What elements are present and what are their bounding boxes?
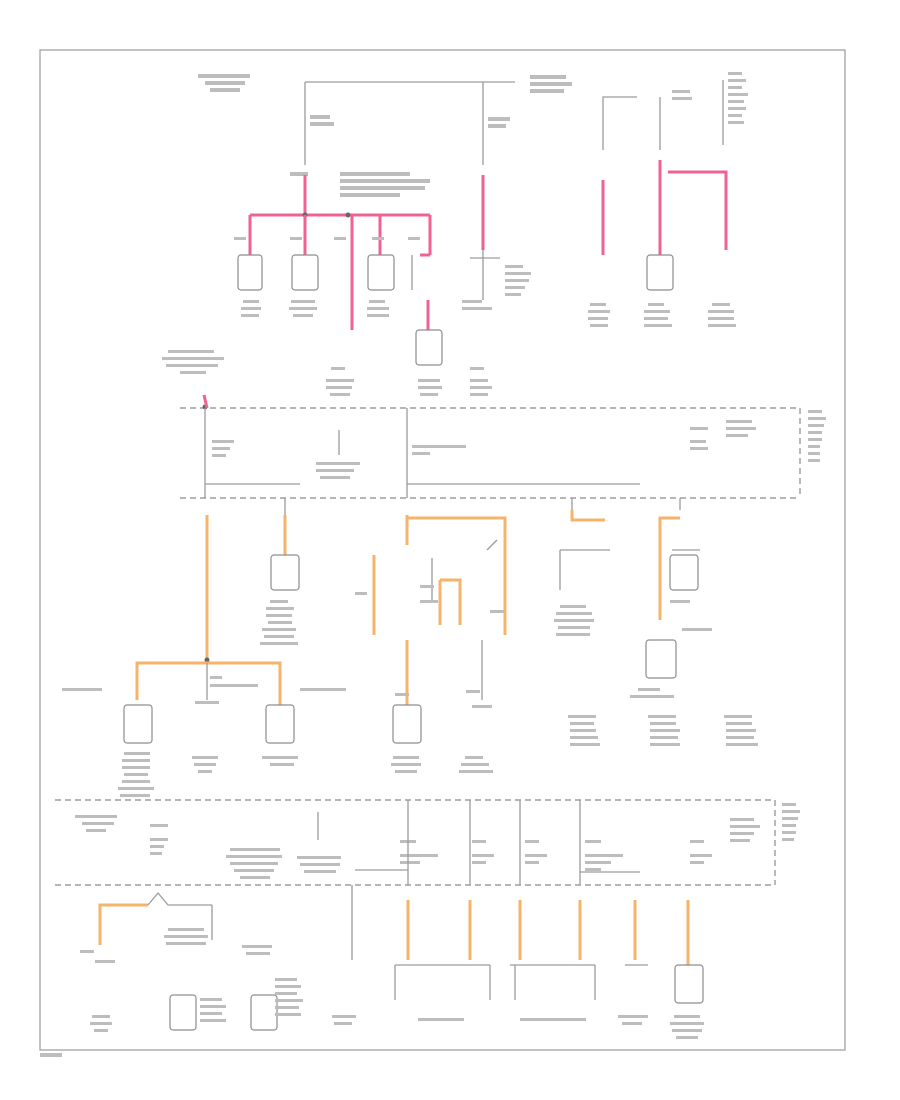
- splice-node: [204, 657, 210, 663]
- fuse-symbol: [310, 115, 334, 126]
- bus3-labels: [75, 803, 800, 879]
- component-block: [169, 994, 197, 1031]
- orange-wire: [135, 661, 282, 705]
- component-block: [415, 329, 443, 366]
- right-switch-labels: [554, 605, 594, 636]
- orange-wire: [405, 515, 507, 635]
- center-fuse-label: [505, 265, 531, 296]
- bottom-row-labels: [80, 928, 704, 1039]
- top-right-fuse-text: [672, 72, 748, 124]
- pink-wire: [202, 394, 209, 409]
- orange-wire: [98, 903, 148, 945]
- component-block: [392, 704, 422, 744]
- option-notes: [568, 715, 758, 746]
- component-block: [674, 964, 704, 1004]
- splice-label: [340, 172, 430, 197]
- component-labels-row1: [241, 300, 492, 317]
- left-trunk-labels: [62, 676, 346, 797]
- diagram-code: [40, 1053, 62, 1057]
- switch-contact: [486, 539, 498, 551]
- wire: [147, 891, 212, 906]
- component-block: [237, 254, 263, 291]
- right-orange-labels: [630, 600, 712, 698]
- top-right-fuse-label: [530, 75, 572, 93]
- component-block: [123, 704, 153, 744]
- bus1-labels: [212, 410, 826, 479]
- top-left-fuse-label: [198, 74, 250, 92]
- pink-wire: [668, 170, 728, 250]
- orange-wire: [440, 578, 462, 625]
- orange-wire: [658, 516, 680, 620]
- splice-node: [345, 212, 351, 218]
- component-block: [270, 554, 300, 591]
- orange-wire: [570, 510, 605, 522]
- component-block: [265, 704, 295, 744]
- col2-labels: [260, 600, 298, 645]
- diagram-frame: [39, 49, 846, 1051]
- component-block: [669, 554, 699, 591]
- component-block: [250, 994, 278, 1031]
- component-block: [291, 254, 319, 291]
- center-switch-labels: [355, 585, 504, 773]
- component-block: [646, 254, 674, 291]
- bus1-feed-label: [162, 350, 224, 374]
- component-labels-topright: [588, 303, 736, 327]
- component-block: [367, 254, 395, 291]
- component-block: [645, 639, 677, 679]
- component-labels-row1b: [326, 367, 492, 396]
- wire: [602, 96, 637, 150]
